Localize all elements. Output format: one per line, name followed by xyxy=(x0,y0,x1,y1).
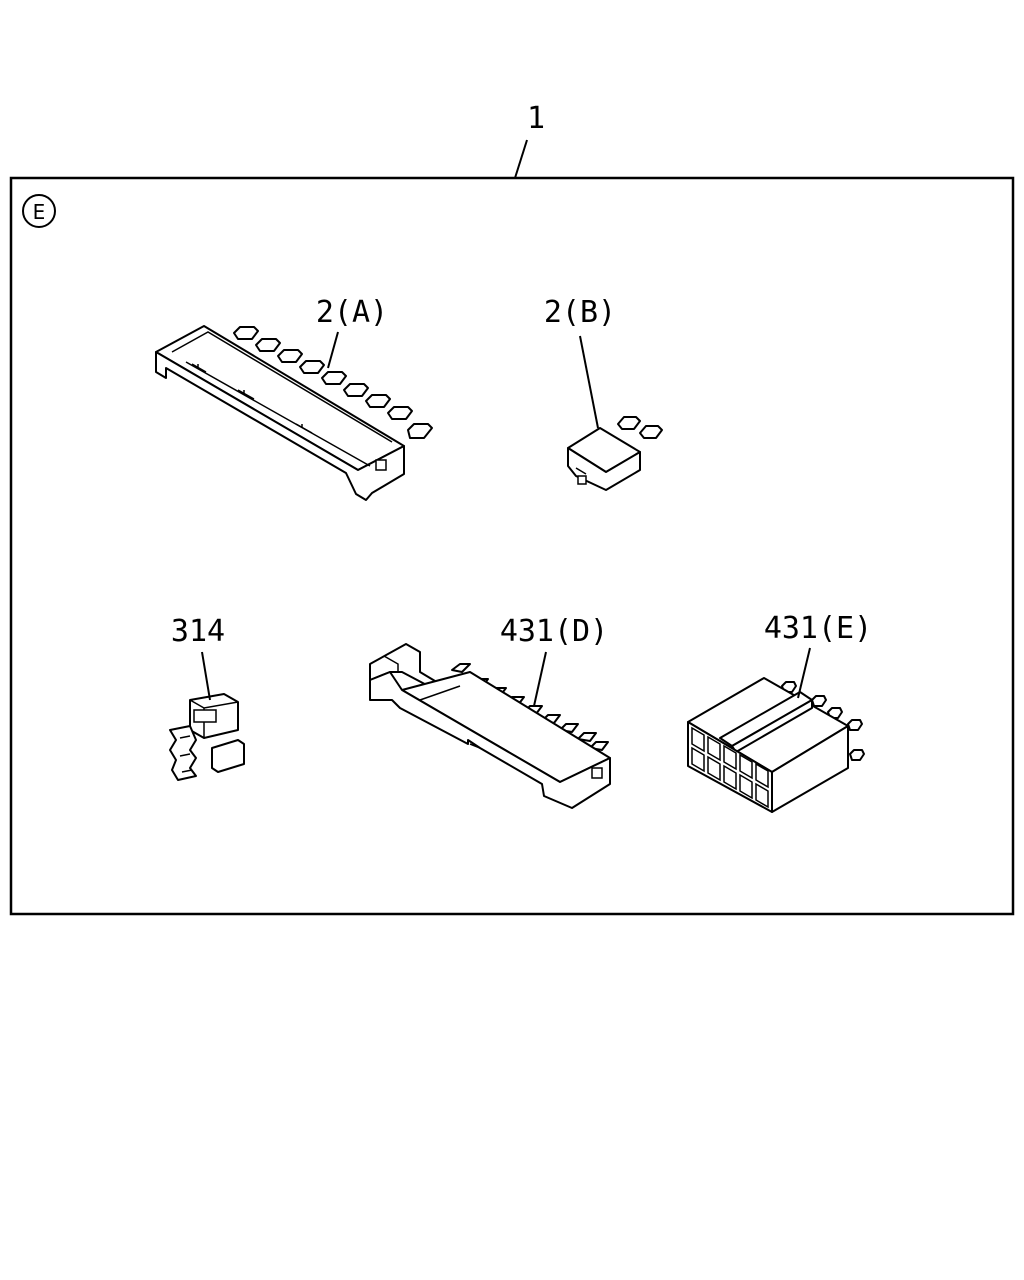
section-marker-letter: E xyxy=(33,200,46,224)
connector-431d xyxy=(369,643,611,809)
connector-431e-cavities xyxy=(691,726,769,809)
connector-431d-leader xyxy=(533,651,547,707)
connector-431d-label: 431(D) xyxy=(500,614,608,649)
connector-431e-label: 431(E) xyxy=(764,611,872,646)
connector-2b-leader xyxy=(579,335,599,429)
connector-2a-leader xyxy=(327,331,339,369)
connector-314 xyxy=(169,693,245,781)
connector-431e-leader xyxy=(797,647,811,699)
section-marker: E xyxy=(22,194,56,228)
connector-431e xyxy=(687,677,865,813)
connector-314-leader xyxy=(201,651,211,701)
connector-2a-label: 2(A) xyxy=(316,295,388,330)
connector-2b-label: 2(B) xyxy=(544,295,616,330)
connector-2a-pins xyxy=(233,326,433,439)
connector-2a xyxy=(155,325,433,501)
connector-314-label: 314 xyxy=(171,614,225,649)
assembly-leader-line xyxy=(514,139,528,179)
assembly-frame xyxy=(9,176,1015,916)
assembly-callout-label: 1 xyxy=(527,101,545,136)
connector-2b xyxy=(567,416,663,491)
